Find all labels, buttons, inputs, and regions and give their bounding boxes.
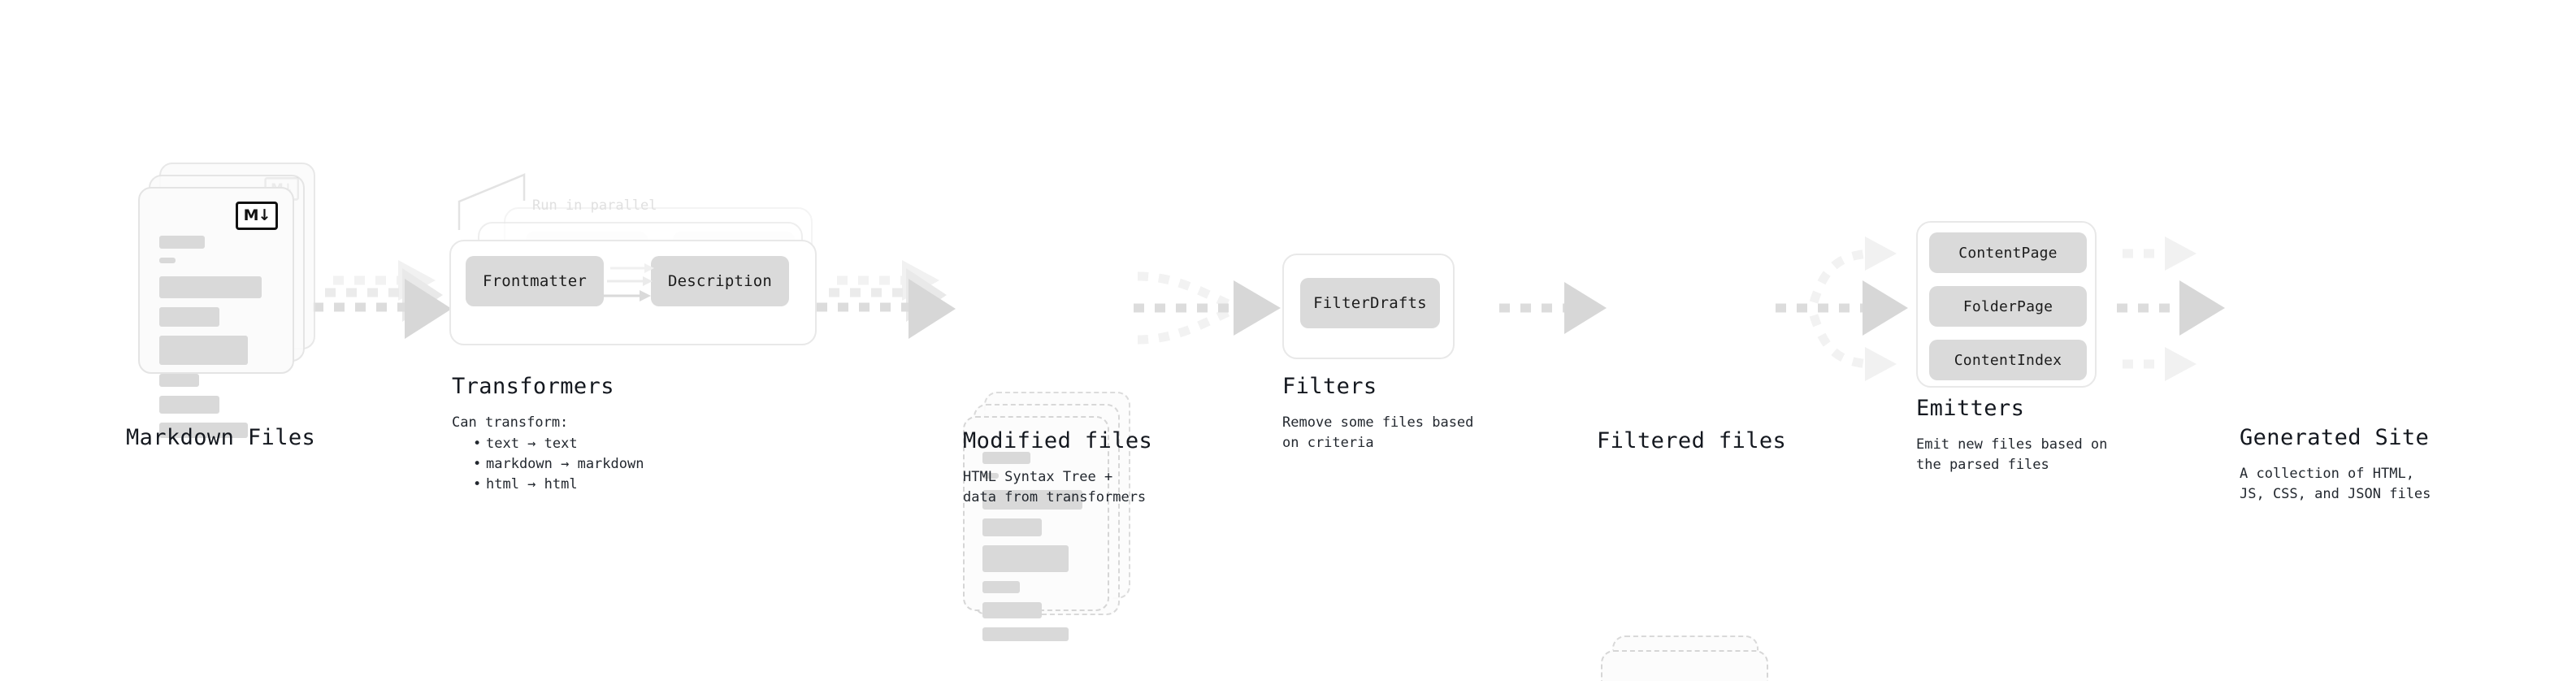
caption-title-markdown-files: Markdown Files [126,425,316,450]
stage-emitters: ContentPage FolderPage ContentIndex [1916,221,2111,400]
chip-folderpage[interactable]: FolderPage [1929,286,2087,327]
caption-subtitle-transformers: Can transform: [452,414,569,431]
caption-subtitle-generated-site: A collection of HTML, JS, CSS, and JSON … [2240,466,2431,502]
connector-filtered-to-emitters [1776,236,1908,381]
connector-filters-to-filtered [1499,282,1607,334]
doc-card-front [1601,650,1768,681]
chip-contentpage[interactable]: ContentPage [1929,232,2087,273]
stage-filters: FilterDrafts [1282,254,1461,367]
list-item: html → html [473,475,644,495]
chip-frontmatter[interactable]: Frontmatter [466,256,604,306]
chip-description[interactable]: Description [651,256,789,306]
caption-title-generated-site: Generated Site [2240,425,2430,450]
caption-title-modified-files: Modified files [963,428,1153,453]
caption-title-filtered-files: Filtered files [1597,428,1787,453]
caption-subtitle-modified-files: HTML Syntax Tree + data from transformer… [963,469,1147,505]
caption-subtitle-emitters: Emit new files based on the parsed files [1916,436,2108,473]
document-placeholder-lines [982,452,1090,650]
filters-group: FilterDrafts [1282,254,1455,359]
caption-title-transformers: Transformers [452,374,614,399]
stage-markdown-files: M↓ M↓ M↓ [138,163,317,438]
document-placeholder-lines [159,236,273,447]
chip-contentindex[interactable]: ContentIndex [1929,340,2087,380]
caption-title-emitters: Emitters [1916,396,2025,421]
markdown-icon: M↓ [236,202,278,230]
stage-modified-files [963,392,1142,641]
caption-title-filters: Filters [1282,374,1377,399]
stage-transformers: Frontmatter Description Frontmatter Desc… [443,207,833,370]
markdown-icon-glyph: M↓ [236,202,278,230]
connector-emitters-to-site [2117,236,2225,381]
emitters-group: ContentPage FolderPage ContentIndex [1916,221,2097,388]
list-item: text → text [473,434,644,454]
stage-filtered-files [1601,635,1780,681]
transformer-group-front: Frontmatter Description [449,240,817,345]
doc-card-front: M↓ [138,187,294,438]
connector-modified-to-filters [1134,271,1281,345]
connector-transformers-to-modified [817,260,956,339]
run-in-parallel-annotation: Run in parallel [532,197,657,214]
transformers-capability-list: text → text markdown → markdown html → h… [470,434,644,495]
connector-markdown-to-transformers [313,260,452,339]
list-item: markdown → markdown [473,454,644,475]
caption-subtitle-filters: Remove some files based on criteria [1282,414,1474,451]
chip-filterdrafts[interactable]: FilterDrafts [1300,278,1440,328]
transformer-inner-arrows [602,263,654,301]
doc-card-front [963,416,1109,641]
